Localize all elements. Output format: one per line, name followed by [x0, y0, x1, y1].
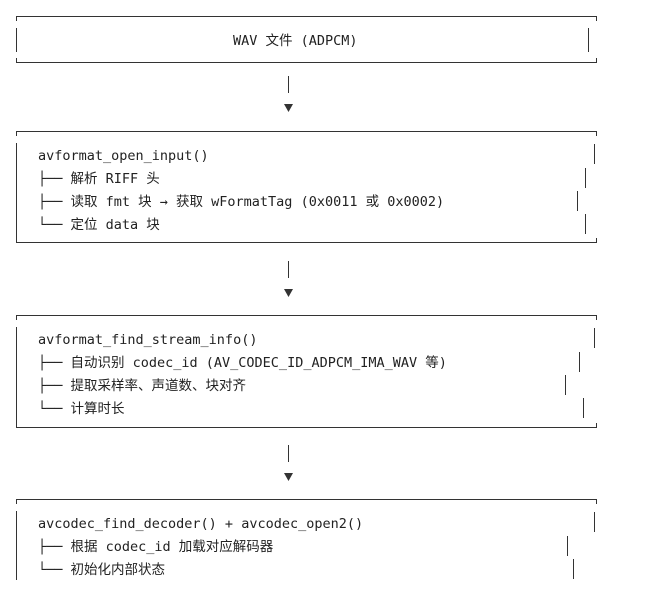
box-avcodec-find-decoder-line-2: └── 初始化内部状态 — [38, 561, 165, 578]
box-avformat-find-stream-info: avformat_find_stream_info() ├── 自动识别 cod… — [16, 315, 597, 428]
box-avformat-open-input-bottom-border — [16, 238, 597, 243]
box-avformat-find-stream-info-title: avformat_find_stream_info() — [38, 332, 257, 348]
arrow-2 — [284, 261, 293, 297]
arrow-2-head — [284, 289, 293, 297]
box-wav-file-bottom-border — [16, 58, 597, 63]
box-avcodec-find-decoder: avcodec_find_decoder() + avcodec_open2()… — [16, 499, 597, 580]
arrow-1 — [284, 76, 293, 112]
box-avformat-open-input-line-3: └── 定位 data 块 — [38, 216, 160, 233]
box-avformat-find-stream-info-top-border — [16, 315, 597, 320]
box-avformat-find-stream-info-line-2: ├── 提取采样率、声道数、块对齐 — [38, 377, 247, 394]
box-avformat-find-stream-info-line-3: └── 计算时长 — [38, 400, 125, 417]
box-avformat-open-input-title: avformat_open_input() — [38, 148, 209, 164]
box-wav-file-top-border — [16, 16, 597, 21]
box-avformat-find-stream-info-line-1: ├── 自动识别 codec_id (AV_CODEC_ID_ADPCM_IMA… — [38, 354, 447, 371]
box-avcodec-find-decoder-title: avcodec_find_decoder() + avcodec_open2() — [38, 516, 363, 532]
box-avformat-open-input-line-1: ├── 解析 RIFF 头 — [38, 170, 160, 187]
box-avformat-open-input: avformat_open_input() ├── 解析 RIFF 头 ├── … — [16, 131, 597, 243]
arrow-3-head — [284, 473, 293, 481]
box-wav-file: WAV 文件 (ADPCM) — [16, 16, 597, 63]
box-wav-file-title: WAV 文件 (ADPCM) — [233, 33, 358, 49]
box-avcodec-find-decoder-top-border — [16, 499, 597, 504]
box-avformat-open-input-top-border — [16, 131, 597, 136]
box-avformat-open-input-line-2: ├── 读取 fmt 块 → 获取 wFormatTag (0x0011 或 0… — [38, 193, 444, 210]
box-avcodec-find-decoder-line-1: ├── 根据 codec_id 加载对应解码器 — [38, 538, 274, 555]
arrow-3 — [284, 445, 293, 481]
arrow-1-head — [284, 104, 293, 112]
box-avformat-find-stream-info-bottom-border — [16, 423, 597, 428]
